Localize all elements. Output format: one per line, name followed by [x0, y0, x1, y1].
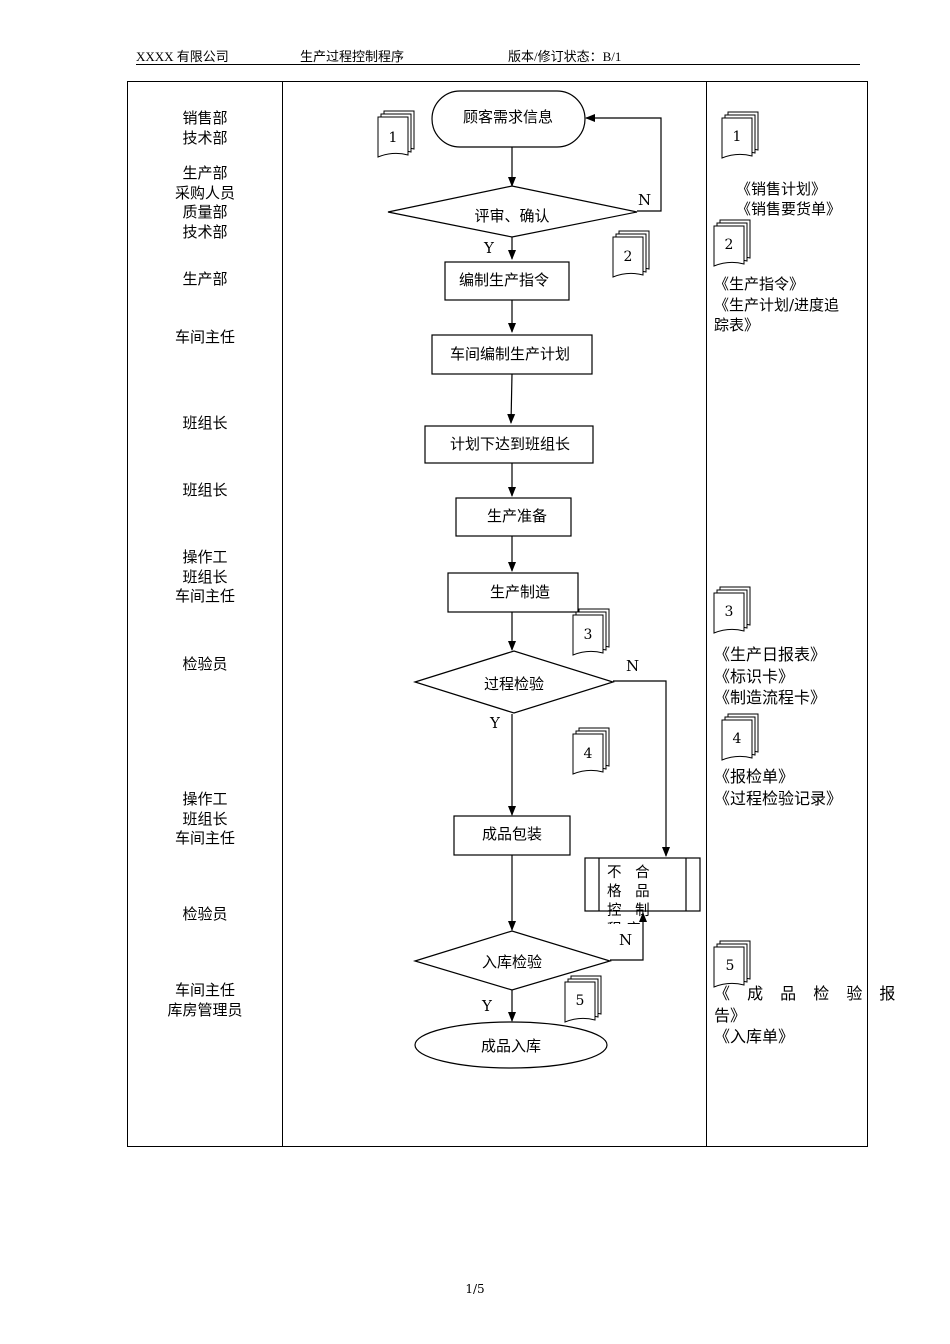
- record-list: 《生产指令》 《生产计划/进度追 踪表》: [714, 275, 840, 334]
- record-list: 《生产日报表》 《标识卡》 《制造流程卡》: [714, 645, 827, 707]
- svg-text:2: 2: [624, 249, 633, 265]
- page-number: 1/5: [465, 1282, 485, 1296]
- record-list: 《 成 品 检 验 报 告》 《入库单》: [714, 984, 902, 1046]
- document-stack-icon: 1: [377, 110, 415, 158]
- yes-label: Y: [483, 239, 495, 257]
- dept-cell: 销售部技术部: [182, 109, 228, 147]
- process-inspection-label: 过程检验: [484, 675, 544, 693]
- record-list: 《销售计划》 《销售要货单》: [736, 180, 842, 218]
- record-list: 《报检单》 《过程检验记录》: [714, 767, 843, 808]
- no-label: N: [626, 657, 639, 675]
- process-plan-label: 车间编制生产计划: [450, 345, 570, 363]
- document-stack-icon: 4: [572, 727, 610, 775]
- process-inspection-decision: [412, 650, 616, 714]
- column-divider-right: [706, 81, 707, 1147]
- no-label: N: [638, 191, 651, 209]
- dept-cell: 生产部采购人员 质量部技术部: [174, 164, 235, 241]
- warehouse-inspection-label: 入库检验: [482, 953, 542, 971]
- dept-cell: 班组长: [182, 481, 228, 499]
- process-order-box: [444, 261, 570, 301]
- dept-cell: 生产部: [182, 270, 228, 288]
- document-stack-icon: 3: [713, 586, 751, 634]
- process-issue-label: 计划下达到班组长: [450, 435, 570, 453]
- process-make-box: [447, 572, 579, 613]
- svg-text:1: 1: [389, 130, 398, 146]
- document-stack-icon: 5: [564, 975, 602, 1023]
- document-stack-icon: 5: [713, 940, 751, 988]
- svg-text:5: 5: [576, 993, 585, 1009]
- process-prepare-box: [455, 497, 572, 537]
- svg-text:3: 3: [584, 627, 593, 643]
- warehouse-inspection-decision: [412, 930, 613, 991]
- svg-text:2: 2: [725, 237, 734, 253]
- review-label: 评审、确认: [474, 207, 549, 225]
- document-stack-icon: 2: [612, 230, 650, 278]
- yes-label: Y: [489, 714, 501, 732]
- dept-cell: 检验员: [182, 905, 228, 923]
- dept-cell: 车间主任库房管理员: [167, 981, 243, 1019]
- svg-text:4: 4: [733, 731, 742, 747]
- review-decision: [387, 185, 638, 238]
- yes-label: Y: [481, 997, 493, 1015]
- process-plan-box: [431, 334, 593, 375]
- dept-cell: 检验员: [182, 655, 228, 673]
- svg-text:1: 1: [733, 129, 742, 145]
- document-stack-icon: 2: [713, 219, 751, 267]
- dept-cell: 操作工班组长 车间主任: [174, 548, 235, 605]
- nonconforming-control-box: [584, 857, 701, 912]
- process-prepare-label: 生产准备: [487, 507, 547, 525]
- process-issue-box: [424, 425, 594, 464]
- start-terminator: [431, 90, 586, 148]
- company-name: XXXX 有限公司: [136, 49, 229, 64]
- end-label: 成品入库: [481, 1037, 541, 1055]
- svg-text:3: 3: [725, 604, 734, 620]
- process-table: [127, 81, 868, 1147]
- nonconforming-control-label: 不 合 格 品 控 制 程序: [607, 865, 655, 924]
- document-stack-icon: 1: [721, 111, 759, 159]
- dept-cell: 操作工班组长 车间主任: [174, 790, 235, 847]
- end-terminator: [414, 1021, 608, 1069]
- no-label: N: [619, 931, 632, 949]
- svg-text:5: 5: [726, 958, 735, 974]
- dept-cell: 班组长: [182, 414, 228, 432]
- process-order-label: 编制生产指令: [459, 271, 549, 289]
- process-pack-box: [453, 815, 571, 856]
- start-label: 顾客需求信息: [463, 108, 553, 126]
- version-status: 版本/修订状态：B/1: [508, 49, 622, 64]
- column-divider-left: [282, 81, 283, 1147]
- document-stack-icon: 3: [572, 608, 610, 656]
- header-rule: [136, 64, 860, 65]
- process-pack-label: 成品包装: [482, 825, 542, 843]
- process-make-label: 生产制造: [490, 583, 550, 601]
- dept-cell: 车间主任: [174, 328, 235, 346]
- document-title: 生产过程控制程序: [300, 49, 405, 64]
- document-stack-icon: 4: [721, 713, 759, 761]
- svg-text:4: 4: [584, 746, 593, 762]
